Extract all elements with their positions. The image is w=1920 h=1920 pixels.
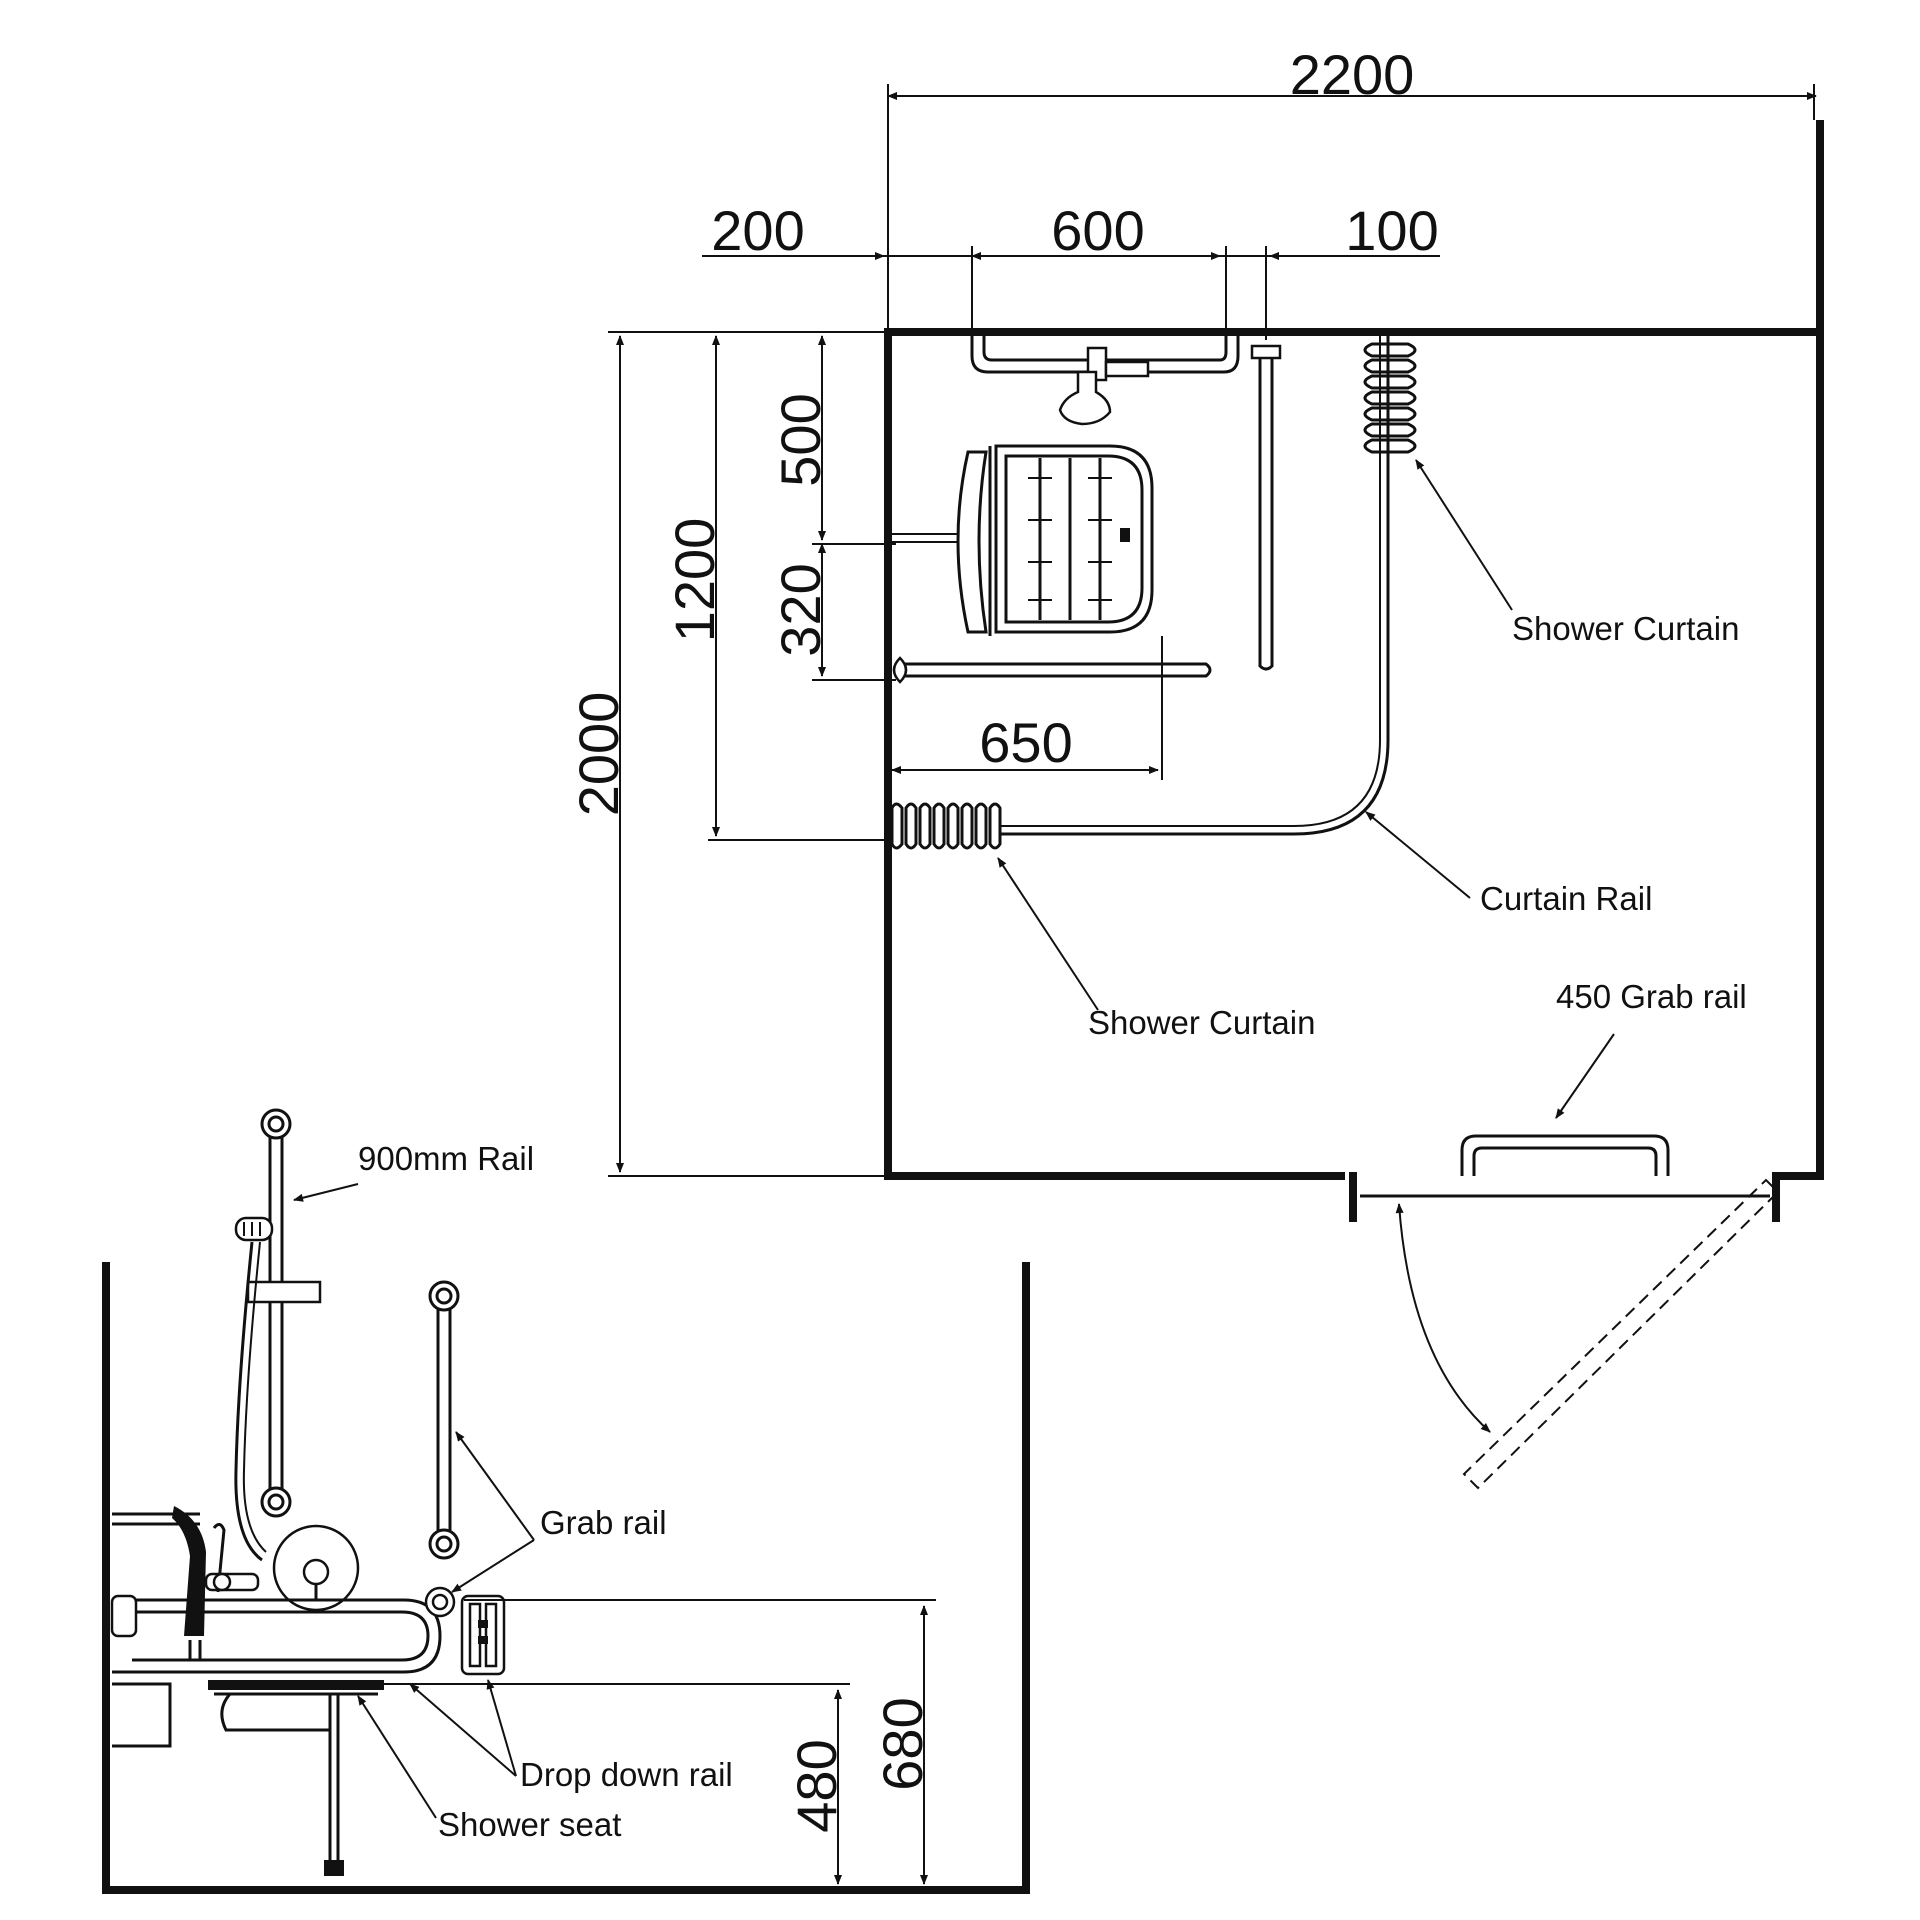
plan-walls [884, 328, 1824, 1180]
dim-200: 200 [711, 199, 804, 262]
dim-480: 480 [785, 1739, 848, 1832]
plan-view: 2200 200 600 100 2000 1200 500 320 650 [567, 43, 1824, 1490]
seat-bracket-elevation [112, 1506, 260, 1660]
dim-600: 600 [1051, 199, 1144, 262]
drop-down-rail-elevation [110, 1586, 506, 1676]
leader-shower-seat [357, 1695, 437, 1819]
shower-seat-plan [888, 444, 1154, 636]
dim-2200: 2200 [1290, 43, 1415, 106]
dim-2000: 2000 [567, 692, 630, 817]
label-drop-down-rail: Drop down rail [520, 1756, 733, 1793]
curtain-rail-inner [1000, 336, 1381, 827]
vertical-rail-plan [1250, 344, 1282, 671]
label-shower-curtain-top: Shower Curtain [1512, 610, 1739, 647]
leader-drop-down-rail-a [409, 1683, 517, 1777]
leader-grab-rail-upper [455, 1431, 535, 1541]
dim-320: 320 [769, 563, 832, 656]
dim-650: 650 [979, 711, 1072, 774]
riser-rail-900 [234, 1108, 322, 1562]
elevation-walls [102, 1262, 1030, 1894]
shower-curtain-bottom-symbol [890, 802, 1002, 850]
leader-rail-900 [293, 1183, 359, 1202]
label-shower-curtain-bottom: Shower Curtain [1088, 1004, 1315, 1041]
dim-100: 100 [1345, 199, 1438, 262]
dim-500: 500 [769, 393, 832, 486]
shower-seat-elevation [112, 1680, 384, 1876]
drop-down-rail-plan [892, 656, 1212, 684]
leader-grab-rail-450 [1555, 1033, 1615, 1119]
shower-curtain-top-symbol [1363, 342, 1417, 454]
leader-grab-rail-lower [451, 1539, 535, 1593]
leader-shower-curtain-top [1415, 459, 1513, 611]
leader-shower-curtain-bottom [997, 857, 1099, 1011]
grab-rail-vertical-elevation [428, 1280, 460, 1560]
door-leaf [1462, 1178, 1780, 1490]
label-shower-seat: Shower seat [438, 1806, 621, 1843]
label-grab-rail: Grab rail [540, 1504, 667, 1541]
grab-rail-450-symbol [1460, 1134, 1670, 1176]
label-rail-900: 900mm Rail [358, 1140, 534, 1177]
wall-grab-rail-600 [970, 336, 1240, 426]
leader-drop-down-rail-b [486, 1679, 517, 1777]
door-swing-arc [1395, 1203, 1491, 1433]
elevation-view: 680 480 900mm Rail Grab rail Drop down r… [102, 1108, 1030, 1894]
leader-curtain-rail [1365, 811, 1471, 899]
label-grab-rail-450: 450 Grab rail [1556, 978, 1747, 1015]
dim-1200: 1200 [663, 518, 726, 643]
curtain-rail-symbol [1000, 336, 1390, 836]
mixer-valve-elevation [272, 1524, 360, 1612]
dim-680: 680 [871, 1697, 934, 1790]
label-curtain-rail: Curtain Rail [1480, 880, 1652, 917]
